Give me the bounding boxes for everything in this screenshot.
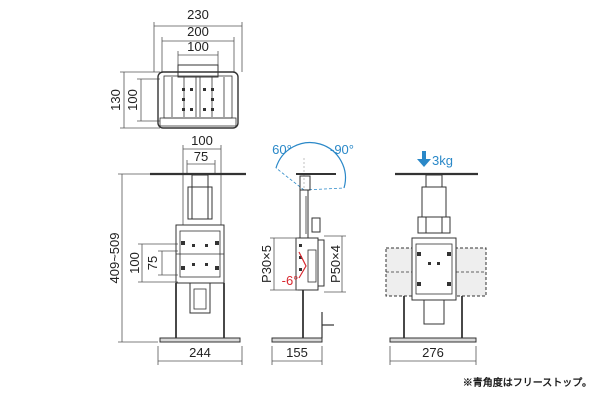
front-view-lower-column [189,282,211,314]
side-view-tilt-angle: -6° [282,273,299,288]
rear-view [385,151,487,365]
side-view [270,142,347,365]
top-view-bracket [177,64,219,78]
top-view-dimension-lines [120,22,243,129]
side-view-dim-base: 155 [286,345,308,360]
side-view-angle-arc [275,142,347,189]
front-view [118,145,246,365]
front-view-dim-base: 244 [189,345,211,360]
side-view-tilt-indicator [298,251,307,279]
top-view-dim-inner: 100 [187,39,209,54]
rear-view-dim-base: 276 [422,345,444,360]
rear-view-load-label: 3kg [432,153,453,168]
front-view-dim-plate-outer: 100 [127,252,142,274]
top-view-plate [157,71,239,129]
top-view-dim-height-outer: 130 [108,89,123,111]
side-view-angle-back: -90° [330,142,354,157]
side-view-pitch-p30: P30×5 [259,245,274,283]
top-view-dim-outer: 230 [187,7,209,22]
top-view-holes [182,88,214,111]
front-view-dim-top-outer: 100 [191,133,213,148]
top-view [120,22,243,129]
top-view-ribs [171,77,225,117]
side-view-pitch-p50: P50×4 [328,245,343,283]
side-view-angle-forward: 60° [272,142,292,157]
top-view-dim-middle: 200 [187,24,209,39]
rear-view-base [389,337,477,343]
front-view-base [159,337,241,343]
side-view-column [299,189,309,239]
footnote: ※青角度はフリーストップ。 [463,376,592,389]
down-arrow-icon [417,151,431,167]
rear-view-mount-plate [411,237,457,301]
front-view-dim-plate-inner: 75 [145,256,160,270]
front-view-holes [181,241,219,270]
front-view-dimension-lines [118,145,243,365]
front-view-dim-height-range: 409~509 [107,233,122,284]
side-view-base [271,337,323,343]
front-view-upper-column [187,186,213,220]
front-view-dim-top-inner: 75 [194,149,208,164]
rear-view-column [421,186,447,218]
top-view-dim-height-inner: 100 [125,89,140,111]
